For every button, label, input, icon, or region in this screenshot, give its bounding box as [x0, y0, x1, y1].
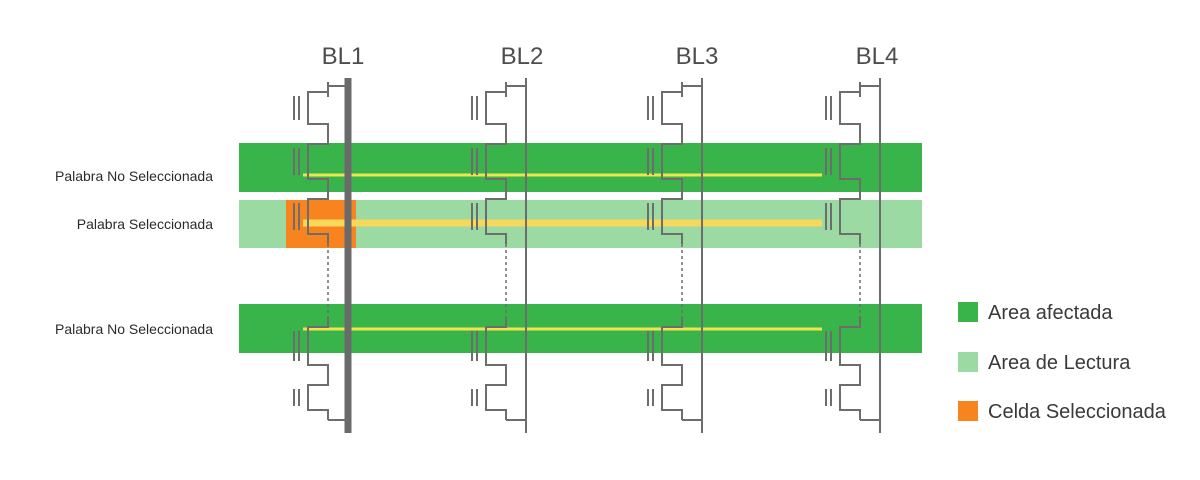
- row-label-selected: Palabra Seleccionada: [77, 216, 213, 232]
- transistor-channel-3-4: [661, 317, 683, 375]
- transistor-channel-3-2: [661, 134, 683, 189]
- legend-swatch-read: [958, 352, 978, 372]
- row-label-bottom: Palabra No Seleccionada: [55, 321, 213, 337]
- row-label-top: Palabra No Seleccionada: [55, 168, 213, 184]
- transistor-channel-2-2: [485, 134, 507, 189]
- legend-label-affected: Area afectada: [988, 302, 1113, 324]
- transistor-channel-2-3: [485, 189, 507, 244]
- legend-label-selected-cell: Celda Seleccionada: [988, 401, 1167, 423]
- chain-top-link-2: [505, 85, 526, 97]
- transistor-channel-1-1: [307, 82, 329, 134]
- legend-item-affected: Area afectada: [958, 302, 1113, 324]
- row-labels: Palabra No Seleccionada Palabra Seleccio…: [55, 168, 213, 337]
- bitline-label-4: BL4: [856, 43, 899, 70]
- bitline-labels: BL1 BL2 BL3 BL4: [322, 43, 899, 70]
- legend: Area afectada Area de Lectura Celda Sele…: [958, 302, 1167, 423]
- transistor-channel-4-2: [839, 134, 861, 189]
- legend-label-read: Area de Lectura: [988, 352, 1131, 374]
- transistor-channel-3-1: [661, 82, 683, 134]
- transistor-channel-1-3: [307, 189, 329, 244]
- transistor-channel-4-1: [839, 82, 861, 134]
- bitline-label-3: BL3: [676, 43, 719, 70]
- bitline-columns: [293, 78, 881, 433]
- legend-item-selected-cell: Celda Seleccionada: [958, 401, 1167, 423]
- transistor-channel-4-4: [839, 317, 861, 375]
- legend-item-read: Area de Lectura: [958, 352, 1131, 374]
- chain-top-link-4: [859, 85, 880, 97]
- transistor-channel-2-5: [485, 375, 507, 420]
- chain-top-link-3: [681, 85, 702, 97]
- transistor-channel-1-2: [307, 134, 329, 189]
- transistor-channel-2-1: [485, 82, 507, 134]
- legend-swatch-affected: [958, 302, 978, 322]
- word-lines: [303, 173, 822, 331]
- bitline-label-1: BL1: [322, 43, 365, 70]
- transistor-channel-1-4: [307, 317, 329, 375]
- transistor-channel-4-5: [839, 375, 861, 420]
- transistor-channel-4-3: [839, 189, 861, 244]
- transistor-channel-3-3: [661, 189, 683, 244]
- row-band-unselected-top: [239, 143, 922, 192]
- transistor-channel-3-5: [661, 375, 683, 420]
- transistor-channel-1-5: [307, 375, 329, 420]
- legend-swatch-selected-cell: [958, 401, 978, 421]
- bitline-label-2: BL2: [501, 43, 544, 70]
- transistor-channel-2-4: [485, 317, 507, 375]
